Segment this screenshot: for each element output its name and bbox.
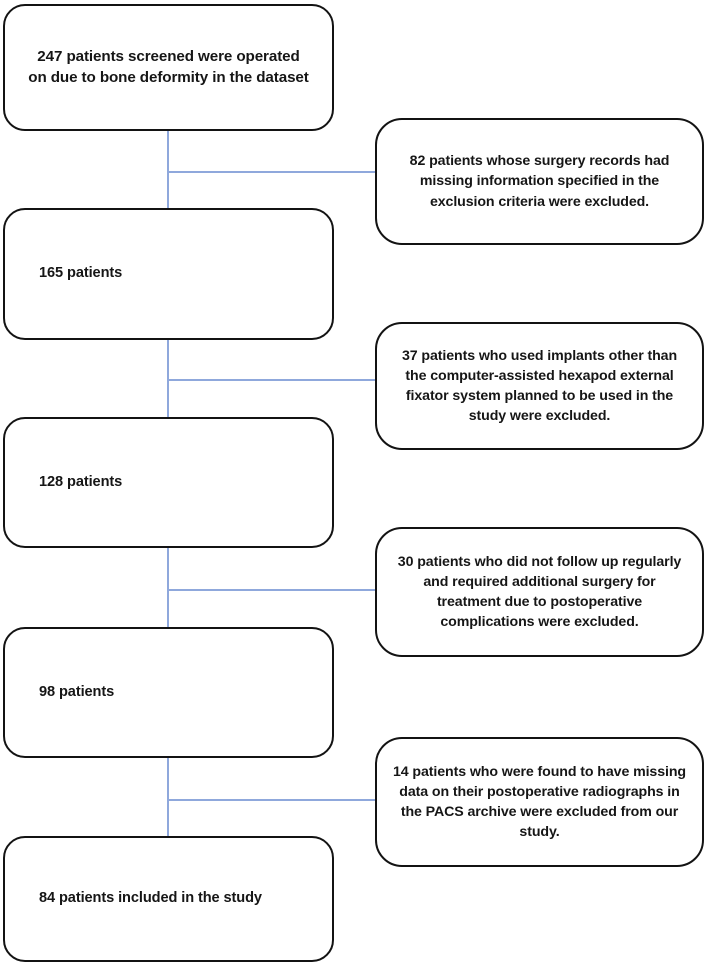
- node-after-exclusion-3: 98 patients: [3, 627, 334, 758]
- node-included-label: 84 patients included in the study: [39, 890, 262, 907]
- node-exclusion-1-label: 82 patients whose surgery records had mi…: [409, 153, 670, 210]
- node-after-exclusion-3-label: 98 patients: [39, 683, 115, 700]
- node-after-exclusion-2: 128 patients: [3, 417, 334, 548]
- node-exclusion-2: 37 patients who used implants other than…: [375, 322, 704, 450]
- node-after-exclusion-1-label: 165 patients: [39, 265, 123, 282]
- node-exclusion-2-label: 37 patients who used implants other than…: [401, 347, 678, 425]
- node-exclusion-4-label: 14 patients who were found to have missi…: [392, 763, 686, 841]
- node-screened: 247 patients screened were operated on d…: [3, 4, 334, 131]
- node-exclusion-4: 14 patients who were found to have missi…: [375, 737, 704, 867]
- node-exclusion-3: 30 patients who did not follow up regula…: [375, 527, 704, 657]
- node-after-exclusion-2-label: 128 patients: [39, 473, 123, 490]
- node-exclusion-3-label: 30 patients who did not follow up regula…: [397, 553, 682, 631]
- node-screened-label: 247 patients screened were operated on d…: [28, 48, 309, 86]
- node-exclusion-1: 82 patients whose surgery records had mi…: [375, 118, 704, 245]
- node-included: 84 patients included in the study: [3, 836, 334, 962]
- node-after-exclusion-1: 165 patients: [3, 208, 334, 340]
